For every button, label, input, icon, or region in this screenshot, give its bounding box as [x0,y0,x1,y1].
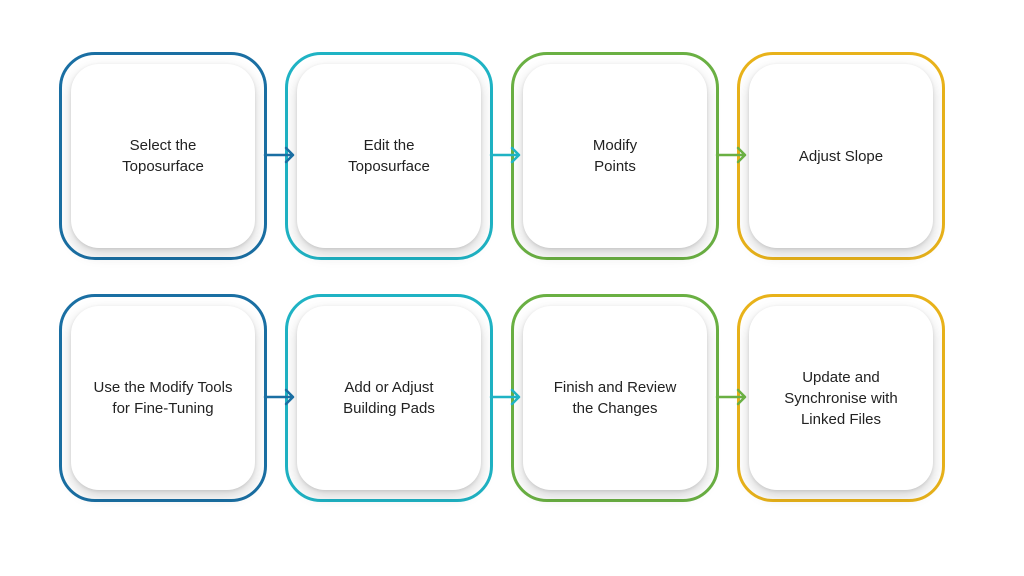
arrow-right-icon [489,387,523,407]
step-label-6: Add or Adjust Building Pads [343,379,435,417]
step-card-2-inner: Edit the Toposurface [297,64,481,248]
arrow-right-icon [715,145,749,165]
arrow-right-icon [263,387,297,407]
step-label-4: Adjust Slope [798,147,884,165]
step-label-2: Edit the Toposurface [348,137,430,175]
step-card-6: Add or Adjust Building Pads [285,294,493,502]
step-card-4-inner: Adjust Slope [749,64,933,248]
arrow-right-icon [715,387,749,407]
step-card-6-inner: Add or Adjust Building Pads [297,306,481,490]
step-label-5: Use the Modify Tools for Fine-Tuning [93,379,233,417]
step-card-2: Edit the Toposurface [285,52,493,260]
step-card-4: Adjust Slope [737,52,945,260]
step-card-3: Modify Points [511,52,719,260]
step-label-1: Select the Toposurface [122,137,204,175]
step-card-1: Select the Toposurface [59,52,267,260]
step-card-5: Use the Modify Tools for Fine-Tuning [59,294,267,502]
step-card-8-inner: Update and Synchronise with Linked Files [749,306,933,490]
arrow-right-icon [489,145,523,165]
arrow-right-icon [263,145,297,165]
step-card-3-inner: Modify Points [523,64,707,248]
step-label-8: Update and Synchronise with Linked Files [784,368,898,428]
step-card-1-inner: Select the Toposurface [71,64,255,248]
step-card-5-inner: Use the Modify Tools for Fine-Tuning [71,306,255,490]
step-label-7: Finish and Review the Changes [553,379,677,417]
step-card-7: Finish and Review the Changes [511,294,719,502]
step-card-8: Update and Synchronise with Linked Files [737,294,945,502]
step-card-7-inner: Finish and Review the Changes [523,306,707,490]
step-label-3: Modify Points [592,137,638,175]
